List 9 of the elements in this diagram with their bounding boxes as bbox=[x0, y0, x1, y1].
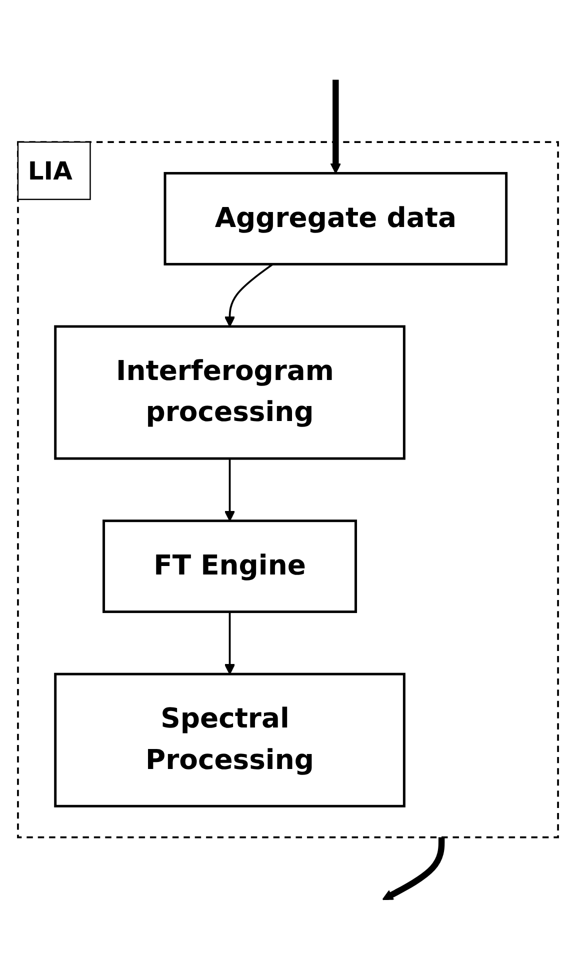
arrow bbox=[382, 837, 445, 900]
node-box: Interferogram processing bbox=[54, 325, 406, 460]
arrow bbox=[224, 458, 236, 522]
node-box: Aggregate data bbox=[164, 172, 508, 266]
node-box: FT Engine bbox=[102, 519, 357, 613]
arrow bbox=[224, 263, 274, 327]
node-box: Spectral Processing bbox=[54, 672, 406, 808]
arrow bbox=[224, 612, 236, 674]
arrow bbox=[330, 80, 342, 174]
